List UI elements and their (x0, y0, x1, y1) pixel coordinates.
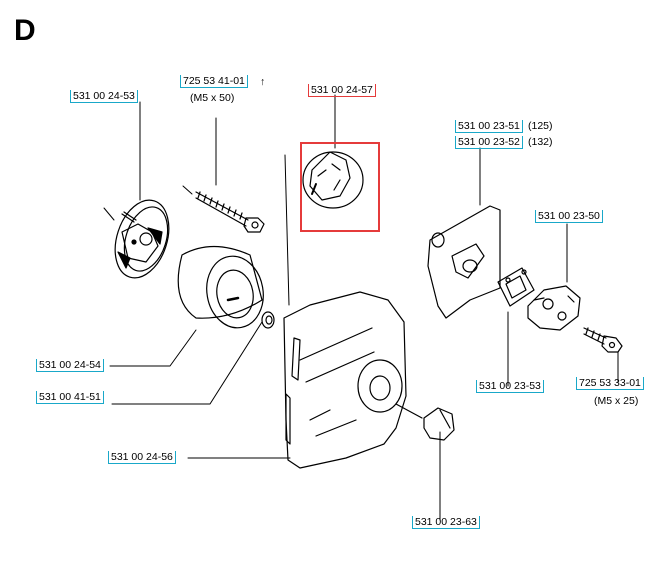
part-drawing-72553-4101 (195, 191, 265, 233)
part-label-53100-2454[interactable]: 531 00 24-54 (36, 359, 104, 372)
part-drawing-53100-2353 (497, 267, 535, 307)
section-letter: D (14, 14, 36, 47)
leader-lines (103, 94, 619, 521)
part-drawing-53100-2454 (177, 246, 264, 329)
part-label-53100-2351[interactable]: 531 00 23-51 (455, 120, 523, 133)
part-drawing-53100-2456 (283, 291, 407, 469)
part-label-53100-2363[interactable]: 531 00 23-63 (412, 516, 480, 529)
part-label-53100-2352[interactable]: 531 00 23-52 (455, 136, 523, 149)
part-drawing-53100-2351 (427, 205, 501, 319)
arrow-icon: ↑ (260, 76, 266, 88)
part-label-53100-2457[interactable]: 531 00 24-57 (308, 84, 376, 97)
part-note-53100-2352: (132) (528, 136, 553, 148)
part-label-72553-4101[interactable]: 725 53 41-01 (180, 75, 248, 88)
highlight-box[interactable] (300, 142, 380, 232)
part-drawing-53100-2350 (527, 285, 581, 331)
part-drawing-53100-2457 (302, 151, 364, 209)
part-label-53100-2453[interactable]: 531 00 24-53 (70, 90, 138, 103)
part-label-53100-2353[interactable]: 531 00 23-53 (476, 380, 544, 393)
part-drawing-53100-4151 (261, 311, 275, 329)
part-label-53100-4151[interactable]: 531 00 41-51 (36, 391, 104, 404)
part-drawing-72553-3301 (583, 327, 623, 353)
part-drawing-53100-2363 (395, 403, 455, 441)
part-drawing-pin (121, 211, 137, 223)
part-note-72553-3301: (M5 x 25) (594, 395, 639, 407)
part-label-53100-2350[interactable]: 531 00 23-50 (535, 210, 603, 223)
part-drawing-53100-2453 (114, 199, 170, 279)
part-label-72553-3301[interactable]: 725 53 33-01 (576, 377, 644, 390)
part-label-53100-2456[interactable]: 531 00 24-56 (108, 451, 176, 464)
part-note-53100-2351: (125) (528, 120, 553, 132)
part-note-72553-4101: (M5 x 50) (190, 92, 235, 104)
